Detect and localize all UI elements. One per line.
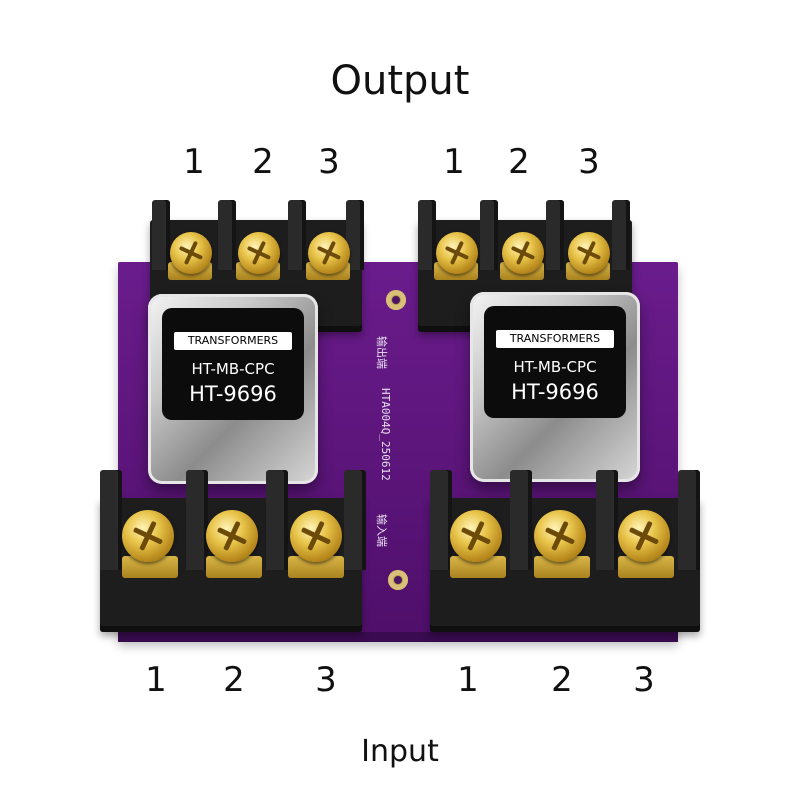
input-left-1: 1 <box>145 660 167 700</box>
mounting-hole-bottom <box>388 570 408 590</box>
input-left-screw-2 <box>206 510 258 562</box>
output-left-2: 2 <box>252 142 274 182</box>
input-right-screw-1 <box>450 510 502 562</box>
input-left-screw-3 <box>290 510 342 562</box>
transformer-right-label: TRANSFORMERS HT-MB-CPC HT-9696 <box>484 306 626 418</box>
transformer-left-brand: TRANSFORMERS <box>174 332 292 350</box>
transformer-left: TRANSFORMERS HT-MB-CPC HT-9696 <box>148 294 318 484</box>
input-right-1: 1 <box>457 660 479 700</box>
input-left-screw-1 <box>122 510 174 562</box>
silkscreen-board-id: HTA004Q_250612 <box>379 388 392 481</box>
output-left-screw-3 <box>308 232 350 274</box>
output-right-screw-1 <box>436 232 478 274</box>
input-right-2: 2 <box>551 660 573 700</box>
silkscreen-input-cn: 输入端 <box>375 514 388 547</box>
input-left-2: 2 <box>223 660 245 700</box>
input-left-3: 3 <box>315 660 337 700</box>
output-right-screw-3 <box>568 232 610 274</box>
silkscreen-output-cn: 输出端 <box>375 336 388 369</box>
input-right-screw-3 <box>618 510 670 562</box>
transformer-left-label: TRANSFORMERS HT-MB-CPC HT-9696 <box>162 308 304 420</box>
output-title: Output <box>330 58 470 104</box>
output-right-1: 1 <box>443 142 465 182</box>
pcb-board-edge <box>118 632 678 642</box>
transformer-left-part: HT-9696 <box>189 382 277 406</box>
output-left-screw-2 <box>238 232 280 274</box>
output-right-3: 3 <box>578 142 600 182</box>
output-left-screw-1 <box>170 232 212 274</box>
output-left-3: 3 <box>318 142 340 182</box>
output-right-screw-2 <box>502 232 544 274</box>
input-right-screw-2 <box>534 510 586 562</box>
transformer-right-brand: TRANSFORMERS <box>496 330 614 348</box>
input-title: Input <box>361 734 439 769</box>
mounting-hole-top <box>386 290 406 310</box>
output-left-1: 1 <box>183 142 205 182</box>
input-right-3: 3 <box>633 660 655 700</box>
transformer-right-part: HT-9696 <box>511 380 599 404</box>
output-right-2: 2 <box>508 142 530 182</box>
transformer-left-model: HT-MB-CPC <box>191 360 275 378</box>
transformer-right: TRANSFORMERS HT-MB-CPC HT-9696 <box>470 292 640 482</box>
transformer-right-model: HT-MB-CPC <box>513 358 597 376</box>
